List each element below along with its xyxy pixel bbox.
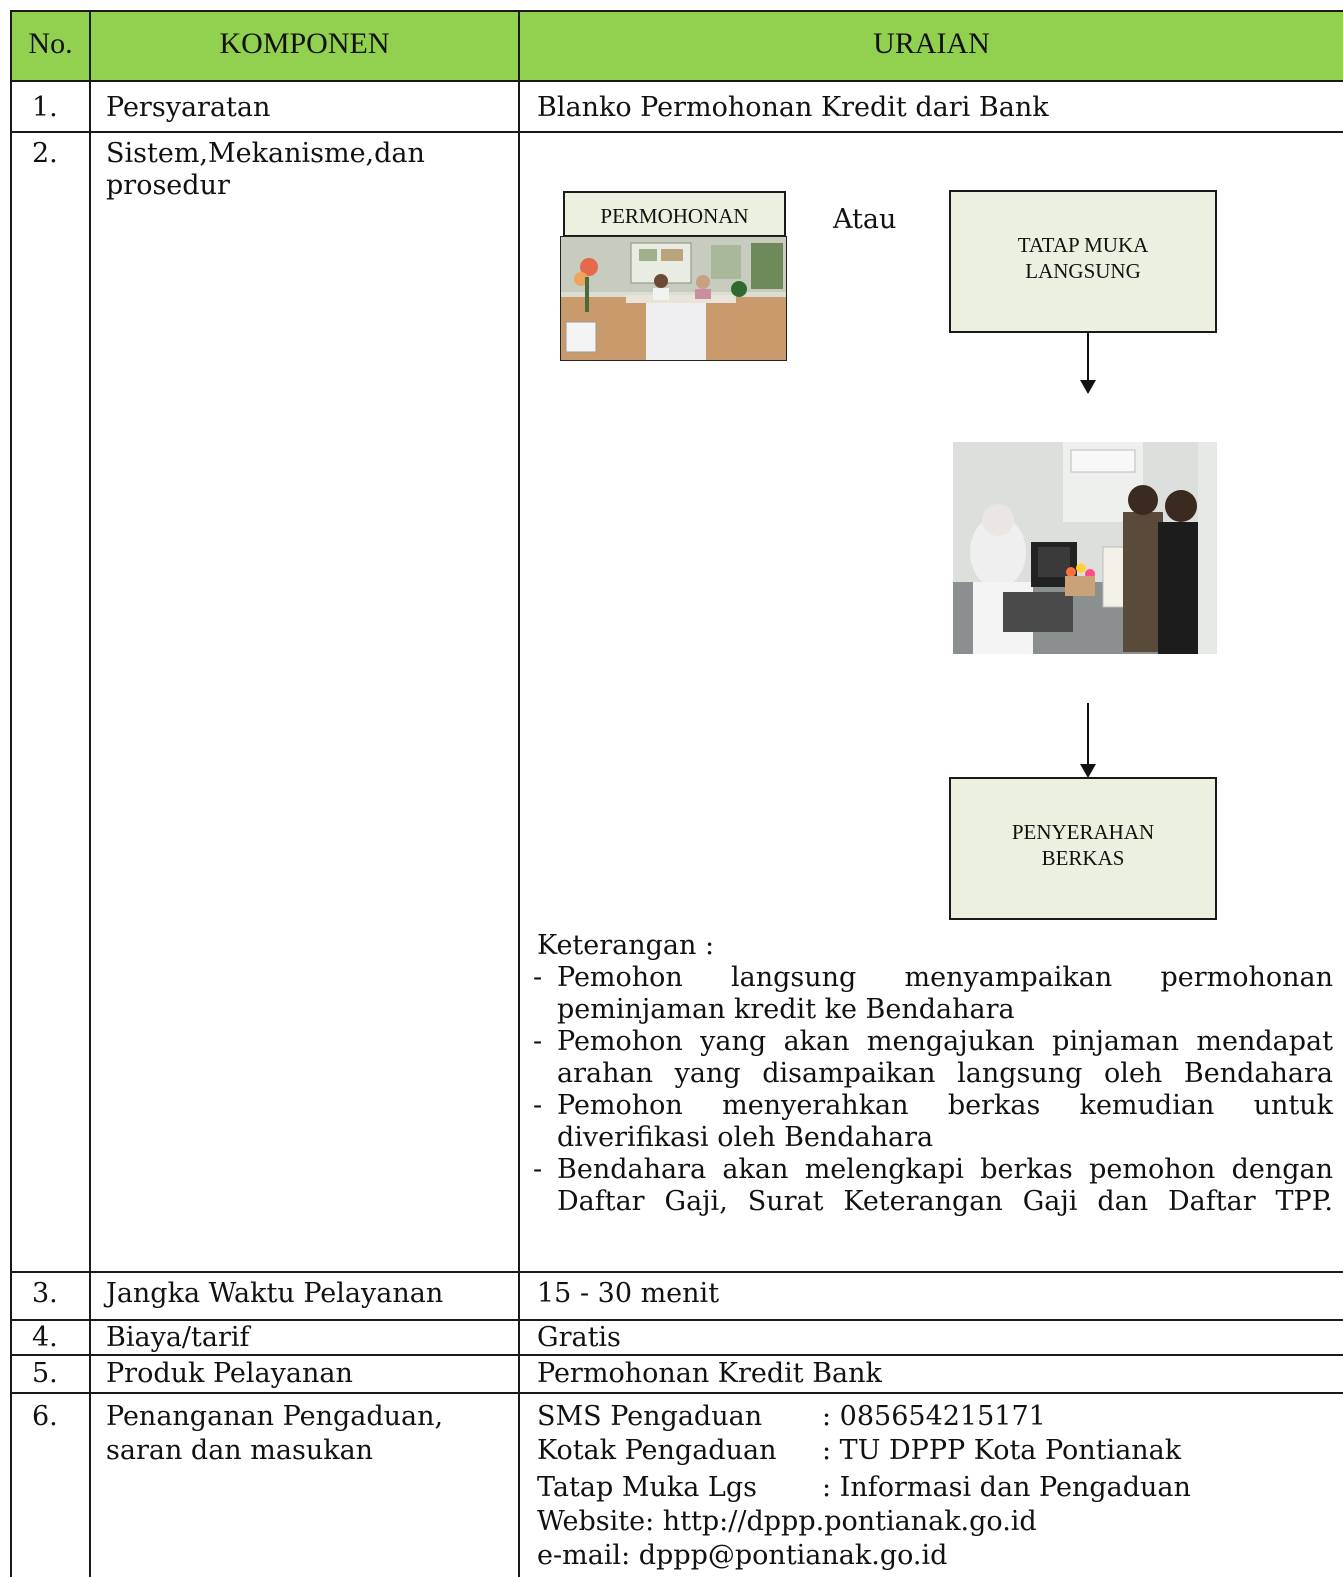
consultation-photo-illustration xyxy=(953,442,1217,654)
front-desk-photo xyxy=(560,236,787,361)
row-1-uraian: Blanko Permohonan Kredit dari Bank xyxy=(537,92,1049,123)
keterangan-item-line1: Bendahara akan melengkapi berkas pemohon… xyxy=(557,1154,1333,1185)
keterangan-item-line1: Pemohon langsung menyampaikan permohonan xyxy=(557,962,1333,993)
rule xyxy=(10,10,1343,12)
row-6-no: 6. xyxy=(32,1401,58,1432)
penyerahan-box: PENYERAHAN BERKAS xyxy=(949,777,1217,920)
row-4-uraian: Gratis xyxy=(537,1322,621,1353)
tatap-muka-box: TATAP MUKA LANGSUNG xyxy=(949,190,1217,333)
rule xyxy=(89,10,91,1577)
row-3-no: 3. xyxy=(32,1278,58,1309)
tatap-muka-line1: TATAP MUKA xyxy=(1017,233,1149,257)
contact-website[interactable]: Website: http://dppp.pontianak.go.id xyxy=(537,1506,1037,1537)
row-4-komponen: Biaya/tarif xyxy=(106,1322,250,1353)
keterangan-item-line2: diverifikasi oleh Bendahara xyxy=(557,1122,934,1153)
permohonan-label: PERMOHONAN xyxy=(600,204,749,228)
rule xyxy=(10,1354,1343,1356)
keterangan-item: - Pemohon menyerahkan berkas kemudian un… xyxy=(533,1090,1333,1154)
row-5-uraian: Permohonan Kredit Bank xyxy=(537,1358,882,1389)
contact-email[interactable]: e-mail: dppp@pontianak.go.id xyxy=(537,1540,948,1571)
header-no: No. xyxy=(28,27,73,60)
arrow-1-shaft xyxy=(1087,333,1089,381)
header-komponen: KOMPONEN xyxy=(219,27,390,60)
tatap-value: : Informasi dan Pengaduan xyxy=(822,1472,1191,1503)
keterangan-item-line2: peminjaman kredit ke Bendahara xyxy=(557,994,1015,1025)
penyerahan-line2: BERKAS xyxy=(1041,846,1125,870)
atau-label: Atau xyxy=(833,204,897,235)
rule xyxy=(10,1392,1343,1394)
arrow-2-shaft xyxy=(1087,703,1089,765)
front-desk-photo-illustration xyxy=(561,237,786,360)
contact-tatap-muka: Tatap Muka Lgs : Informasi dan Pengaduan xyxy=(537,1472,1191,1504)
keterangan-item: - Pemohon yang akan mengajukan pinjaman … xyxy=(533,1026,1333,1090)
row-6-komponen-line1: Penanganan Pengaduan, xyxy=(106,1401,444,1432)
rule xyxy=(10,10,12,1577)
bullet-dash: - xyxy=(533,1154,543,1185)
table-header-background xyxy=(10,10,1343,81)
sms-value: : 085654215171 xyxy=(822,1401,1046,1432)
row-3-komponen: Jangka Waktu Pelayanan xyxy=(106,1278,444,1309)
bullet-dash: - xyxy=(533,1026,543,1057)
keterangan-item-line1: Pemohon menyerahkan berkas kemudian untu… xyxy=(557,1090,1333,1121)
arrow-down-icon xyxy=(1080,380,1096,394)
keterangan-item: - Bendahara akan melengkapi berkas pemoh… xyxy=(533,1154,1333,1218)
rule xyxy=(10,1319,1343,1321)
header-uraian: URAIAN xyxy=(873,27,990,60)
kotak-label: Kotak Pengaduan xyxy=(537,1435,777,1466)
penyerahan-line1: PENYERAHAN xyxy=(1011,820,1155,844)
rule xyxy=(518,10,520,1577)
rule xyxy=(10,131,1343,133)
row-2-komponen-line2: prosedur xyxy=(106,170,230,201)
row-3-uraian: 15 - 30 menit xyxy=(537,1278,720,1309)
row-2-no: 2. xyxy=(32,138,58,169)
row-2-komponen-line1: Sistem,Mekanisme,dan xyxy=(106,138,425,169)
contact-sms: SMS Pengaduan : 085654215171 xyxy=(537,1401,1046,1433)
consultation-photo xyxy=(953,442,1217,654)
row-5-no: 5. xyxy=(32,1358,58,1389)
arrow-down-icon xyxy=(1080,764,1096,778)
row-5-komponen: Produk Pelayanan xyxy=(106,1358,353,1389)
keterangan-item-line2: arahan yang disampaikan langsung oleh Be… xyxy=(557,1058,1333,1089)
kotak-value: : TU DPPP Kota Pontianak xyxy=(822,1435,1182,1466)
keterangan-block: Keterangan : - Pemohon langsung menyampa… xyxy=(533,930,1333,1218)
row-6-komponen-line2: saran dan masukan xyxy=(106,1435,374,1466)
rule xyxy=(10,1271,1343,1273)
bullet-dash: - xyxy=(533,1090,543,1121)
tatap-muka-line2: LANGSUNG xyxy=(1025,259,1141,283)
tatap-label: Tatap Muka Lgs xyxy=(537,1472,757,1503)
keterangan-item: - Pemohon langsung menyampaikan permohon… xyxy=(533,962,1333,1026)
sms-label: SMS Pengaduan xyxy=(537,1401,763,1432)
permohonan-box: PERMOHONAN xyxy=(563,191,786,237)
bullet-dash: - xyxy=(533,962,543,993)
row-1-no: 1. xyxy=(32,92,58,123)
row-1-komponen: Persyaratan xyxy=(106,92,271,123)
contact-kotak: Kotak Pengaduan : TU DPPP Kota Pontianak xyxy=(537,1435,1181,1467)
row-4-no: 4. xyxy=(32,1322,58,1353)
keterangan-item-line1: Pemohon yang akan mengajukan pinjaman me… xyxy=(557,1026,1333,1057)
keterangan-item-line2: Daftar Gaji, Surat Keterangan Gaji dan D… xyxy=(557,1186,1333,1217)
rule xyxy=(10,80,1343,82)
keterangan-title: Keterangan : xyxy=(537,930,715,961)
